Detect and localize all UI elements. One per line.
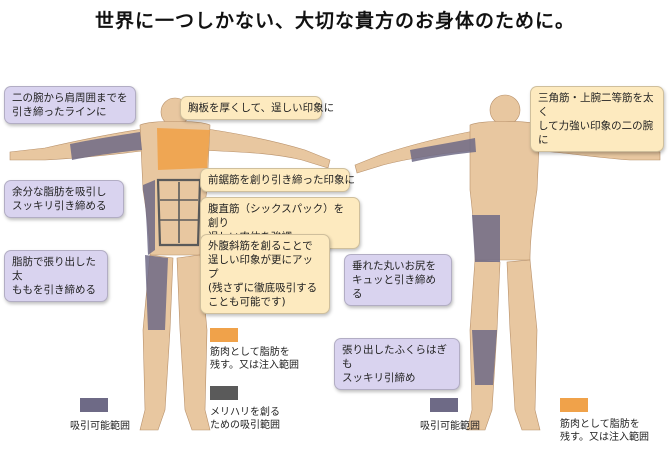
front-chest-transfer-zone (157, 128, 210, 170)
callout-chest-text: 胸板を厚くして、逞しい印象に (188, 102, 335, 114)
callout-serratus-text: 前鋸筋を創り引き締った印象に (208, 174, 355, 186)
front-arm-lipo-zone (70, 132, 142, 160)
legend-fat-transfer-back-swatch (560, 398, 588, 412)
callout-calf-text: 張り出したふくらはぎも スッキリ引締め (342, 344, 447, 384)
front-contour-zone (156, 178, 202, 247)
callout-upper-arm-text: 二の腕から肩周囲までを 引き締ったラインに (12, 92, 128, 118)
callout-flank: 余分な脂肪を吸引し スッキリ引き締める (4, 180, 124, 218)
callout-thigh-text: 脂肪で張り出した太 ももを引き締める (12, 256, 96, 296)
legend-liposuction-label: 吸引可能範囲 (70, 421, 130, 432)
back-arm-lipo-zone (410, 138, 476, 162)
front-thigh-lipo-zone (145, 255, 168, 330)
callout-buttocks-text: 垂れた丸いお尻を キュッと引き締める (352, 260, 436, 300)
back-buttock-lipo-zone (472, 215, 500, 262)
legend-contour-swatch (210, 386, 238, 400)
back-right-leg (506, 259, 541, 431)
back-head (489, 94, 521, 126)
page-title: 世界に一つしかない、大切な貴方のお身体のために。 (94, 10, 575, 32)
callout-shoulder: 三角筋・上腕二等筋を太く して力強い印象の二の腕に (530, 86, 664, 152)
callout-oblique: 外腹斜筋を創ることで 逞しい印象が更にアップ (残さずに徹底吸引する ことも可能… (200, 234, 330, 314)
legend-contour-label: メリハリを創る ための吸引範囲 (210, 407, 280, 431)
back-calf-lipo-zone (472, 330, 497, 385)
callout-shoulder-text: 三角筋・上腕二等筋を太く して力強い印象の二の腕に (538, 92, 654, 146)
callout-flank-text: 余分な脂肪を吸引し スッキリ引き締める (12, 186, 107, 212)
legend-liposuction-swatch (80, 398, 108, 412)
front-right-arm (199, 127, 331, 169)
callout-thigh: 脂肪で張り出した太 ももを引き締める (4, 250, 108, 302)
callout-serratus: 前鋸筋を創り引き締った印象に (200, 168, 355, 192)
legend-fat-transfer-swatch (210, 328, 238, 342)
callout-oblique-text: 外腹斜筋を創ることで 逞しい印象が更にアップ (残さずに徹底吸引する ことも可能… (208, 240, 318, 308)
legend-liposuction-back-label: 吸引可能範囲 (420, 421, 480, 432)
callout-upper-arm: 二の腕から肩周囲までを 引き締ったラインに (4, 86, 136, 124)
legend-fat-transfer-label: 筋肉として脂肪を 残す。又は注入範囲 (210, 347, 299, 371)
legend-fat-transfer-back-label: 筋肉として脂肪を 残す。又は注入範囲 (560, 419, 649, 443)
front-ab-lines (160, 182, 198, 243)
front-body-figure (9, 97, 331, 431)
callout-chest: 胸板を厚くして、逞しい印象に (180, 96, 335, 120)
legend-liposuction-back-swatch (430, 398, 458, 412)
front-flank-lipo-zone (143, 180, 155, 255)
callout-calf: 張り出したふくらはぎも スッキリ引締め (334, 338, 460, 390)
callout-buttocks: 垂れた丸いお尻を キュッと引き締める (344, 254, 452, 306)
